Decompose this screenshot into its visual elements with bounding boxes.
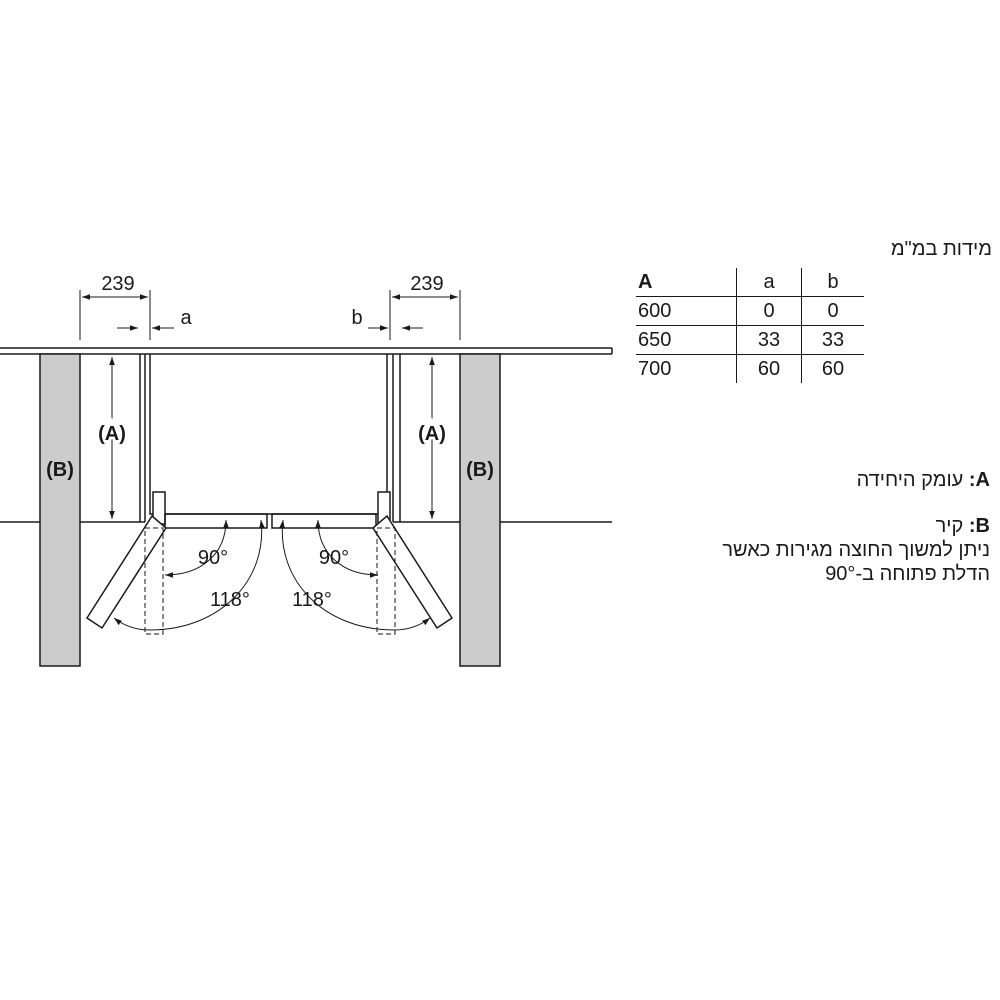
gap-a-label: a — [180, 307, 192, 329]
table-row: 700 60 60 — [636, 354, 864, 383]
dim-239-left-label: 239 — [101, 273, 134, 295]
table-cell: 33 — [801, 325, 864, 355]
table-cell: 650 — [636, 325, 737, 355]
table-header-cell: A — [636, 268, 737, 297]
countertop-line — [0, 347, 613, 355]
table-header-row: A a b — [636, 268, 864, 297]
dim-239-right-label: 239 — [410, 273, 443, 295]
table-cell: 700 — [638, 357, 672, 380]
door-left-open — [85, 514, 167, 630]
side-cabinet-right — [392, 354, 401, 522]
dimension-239-left — [79, 290, 174, 340]
door-90-dashed — [144, 527, 396, 635]
table-header-cell: a — [736, 268, 802, 297]
legend-a: A: עומק היחידה — [857, 468, 990, 492]
angle-90-left-label: 90° — [198, 547, 228, 569]
wall-b-right-label: (B) — [466, 459, 494, 481]
angle-118-left-label: 118° — [210, 589, 250, 611]
table-row: 600 0 0 — [636, 296, 864, 326]
legend-b-line1: B: קיר — [722, 514, 990, 538]
table-cell: 60 — [736, 354, 802, 383]
legend-a-text: עומק היחידה — [856, 469, 964, 491]
legend-a-key: A: — [968, 469, 990, 491]
side-cabinet-left — [139, 354, 146, 522]
door-right-open — [372, 514, 454, 630]
angle-90-right-label: 90° — [319, 547, 349, 569]
table-cell: 60 — [801, 354, 864, 383]
gap-b-label: b — [351, 307, 362, 329]
wall-right — [459, 353, 501, 667]
angle-118-arcs — [113, 519, 431, 631]
wall-left — [39, 353, 81, 667]
table-cell: 33 — [736, 325, 802, 355]
depth-arrows — [109, 357, 435, 519]
dimensions-table: A a b 600 0 0 650 33 33 700 60 60 — [636, 268, 864, 383]
angle-118-right-label: 118° — [292, 589, 332, 611]
wall-b-left-label: (B) — [46, 459, 74, 481]
legend-b-key: B: — [968, 515, 990, 537]
depth-a-left-label: (A) — [98, 423, 126, 445]
units-caption: מידות במ"מ — [890, 238, 992, 260]
appliance-body — [149, 354, 391, 529]
table-cell: 0 — [736, 296, 802, 326]
installation-diagram: 239 239 a b (A) (A) (B) (B) 90° 90° 118°… — [0, 273, 613, 667]
table-header-cell: b — [801, 268, 864, 297]
table-row: 650 33 33 — [636, 325, 864, 355]
table-cell: 0 — [801, 296, 864, 326]
table-cell: 600 — [636, 296, 737, 326]
legend-b-text: קיר — [935, 515, 964, 537]
legend-b-line2: ניתן למשוך החוצה מגירות כאשר — [722, 539, 990, 561]
dimension-239-right — [368, 290, 461, 340]
legend-b: B: קיר ניתן למשוך החוצה מגירות כאשר הדלת… — [722, 514, 990, 586]
depth-a-right-label: (A) — [418, 423, 446, 445]
legend-b-line3: הדלת פתוחה ב-90° — [825, 563, 990, 585]
